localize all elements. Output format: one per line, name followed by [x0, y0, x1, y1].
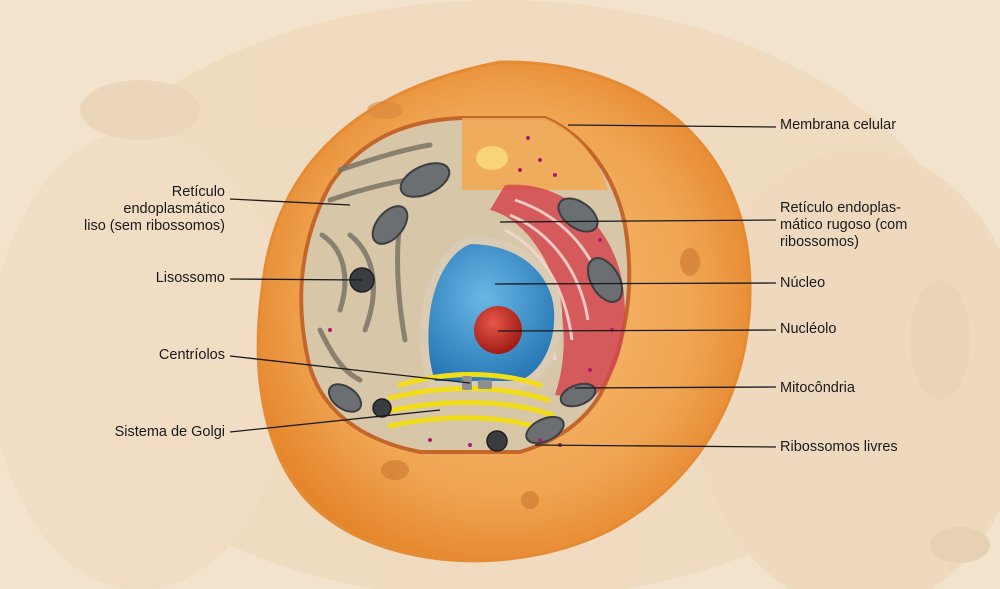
label-membrana-celular: Membrana celular — [780, 117, 897, 133]
label-mitocondria: Mitocôndria — [780, 380, 855, 396]
label-ribossomos-livres: Ribossomos livres — [780, 439, 898, 455]
mitochondria — [327, 162, 624, 445]
label-reticulo-rugoso-line1: Retículo endoplas- — [780, 200, 901, 216]
label-nucleolo: Nucléolo — [780, 321, 837, 337]
label-reticulo-rugoso-line3: ribossomos) — [780, 234, 859, 250]
golgi-apparatus — [382, 372, 555, 433]
label-reticulo-rugoso: Retículo endoplas- mático rugoso (com ri… — [780, 200, 907, 251]
label-reticulo-rugoso-line2: mático rugoso (com — [780, 217, 908, 233]
label-sistema-golgi: Sistema de Golgi — [114, 424, 225, 440]
lysosomes — [349, 267, 508, 452]
nucleolus — [474, 306, 522, 354]
label-centriolos: Centríolos — [158, 347, 225, 363]
label-nucleo: Núcleo — [780, 275, 826, 291]
label-reticulo-liso-line1: Retículo — [171, 184, 225, 200]
label-reticulo-liso-line2: endoplasmático — [123, 201, 225, 217]
label-reticulo-liso: Retículo endoplasmático liso (sem riboss… — [84, 184, 225, 235]
label-reticulo-liso-line3: liso (sem ribossomos) — [84, 218, 225, 234]
leader-lines — [229, 124, 777, 448]
label-lisossomo: Lisossomo — [155, 270, 225, 286]
